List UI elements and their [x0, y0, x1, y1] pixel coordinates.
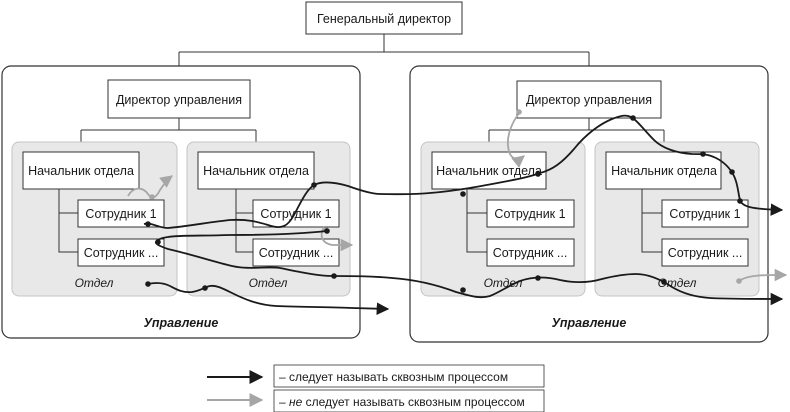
- department-1-1-employee-1: Сотрудник 1: [85, 207, 156, 221]
- process-dot: [331, 273, 337, 279]
- division-2-director-connector: [488, 118, 665, 152]
- department-1-1-employee-n: Сотрудник ...: [84, 246, 159, 260]
- division-1-director: Директор управления: [107, 79, 251, 119]
- department-2-1-employee-1: Сотрудник 1: [494, 207, 565, 221]
- process-dot: [737, 198, 743, 204]
- department-1-1-caption: Отдел: [75, 276, 114, 290]
- process-dot: [630, 115, 636, 121]
- process-dot: [311, 182, 317, 188]
- division-1-director-connector: [80, 118, 257, 152]
- department-2-2-employee-1: Сотрудник 1: [669, 207, 740, 221]
- process-dot: [145, 221, 151, 227]
- process-dots: [145, 115, 743, 293]
- department-1-1-head: Начальник отдела: [28, 164, 134, 178]
- gray-process-dot: [149, 194, 155, 200]
- department-2-2-head: Начальник отдела: [611, 164, 717, 178]
- gray-process-division-2-director: [507, 111, 525, 169]
- department-1-2-employee-n: Сотрудник ...: [259, 246, 334, 260]
- ceo-connector: [178, 34, 590, 80]
- process-dot: [324, 228, 330, 234]
- process-dot: [535, 275, 541, 281]
- department-2-1-employee-n: Сотрудник ...: [493, 246, 568, 260]
- legend: – следует называть сквозным процессом – …: [207, 364, 545, 412]
- division-1-director-label: Директор управления: [116, 93, 242, 107]
- legend-through-text: – следует называть сквозным процессом: [279, 370, 508, 384]
- department-2-1-caption: Отдел: [484, 276, 523, 290]
- gray-process-dept-1-2: [320, 226, 354, 252]
- ceo-node: Генеральный директор: [305, 1, 463, 35]
- division-2-director-label: Директор управления: [526, 93, 652, 107]
- division-2-caption: Управление: [552, 316, 627, 330]
- division-2-director: Директор управления: [516, 80, 662, 119]
- department-2-1-head: Начальник отдела: [436, 164, 542, 178]
- legend-item-through: – следует называть сквозным процессом: [207, 364, 545, 388]
- department-1-1: Начальник отдела Сотрудник 1 Сотрудник .…: [11, 141, 178, 297]
- gray-process-dot: [736, 278, 742, 284]
- legend-not-through-text: – не следует называть сквозным процессом: [279, 395, 525, 409]
- division-1: Управление Директор управления Начальник…: [1, 65, 361, 339]
- department-1-2-caption: Отдел: [249, 276, 288, 290]
- process-dot: [535, 171, 541, 177]
- gray-process-dot: [516, 109, 522, 115]
- department-2-2-caption: Отдел: [658, 276, 697, 290]
- legend-item-not-through: – не следует называть сквозным процессом: [207, 389, 545, 412]
- process-dot: [700, 151, 706, 157]
- process-dot: [155, 239, 161, 245]
- division-1-caption: Управление: [144, 316, 219, 330]
- process-dot: [460, 287, 466, 293]
- department-2-1: Начальник отдела Сотрудник 1 Сотрудник .…: [420, 141, 586, 297]
- process-dot: [202, 285, 208, 291]
- process-dot: [729, 169, 735, 175]
- department-2-2: Начальник отдела Сотрудник 1 Сотрудник .…: [594, 141, 760, 297]
- process-dot: [145, 281, 151, 287]
- department-1-2-head: Начальник отдела: [203, 164, 309, 178]
- division-2: Управление Директор управления Начальник…: [409, 65, 769, 343]
- process-dot: [460, 191, 466, 197]
- ceo-label: Генеральный директор: [317, 12, 451, 26]
- through-process-lower: [147, 282, 390, 315]
- department-1-2-employee-1: Сотрудник 1: [260, 207, 331, 221]
- process-dot: [661, 279, 667, 285]
- department-2-2-employee-n: Сотрудник ...: [668, 246, 743, 260]
- through-process-upper: [143, 114, 784, 229]
- department-1-2: Начальник отдела Сотрудник 1 Сотрудник .…: [186, 141, 351, 297]
